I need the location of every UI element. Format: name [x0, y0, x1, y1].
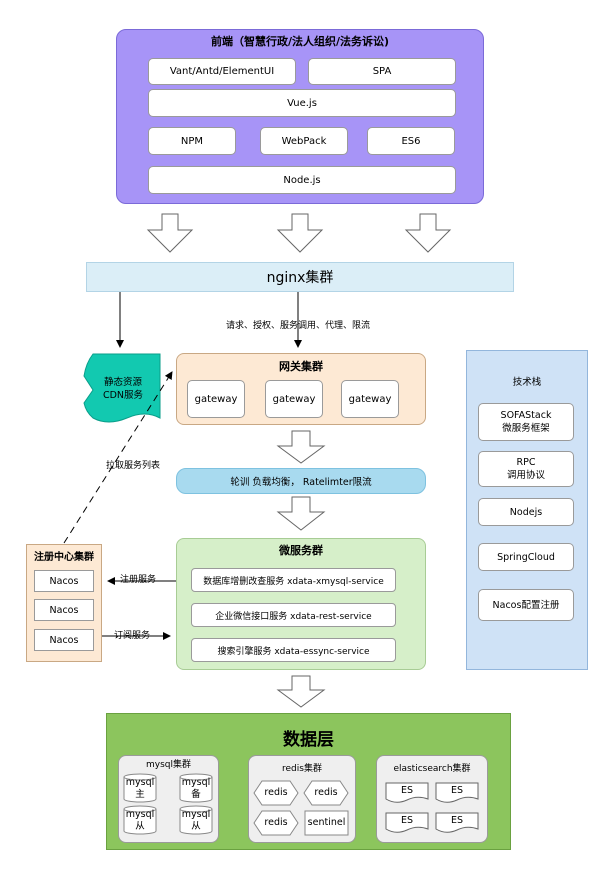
redis-node: redis: [264, 817, 288, 828]
down-arrow-icon: [146, 213, 194, 253]
mysql-slave: mysql 从: [124, 808, 156, 834]
service-essync: 搜索引擎服务 xdata-essync-service: [191, 638, 396, 662]
down-arrow-icon: [276, 496, 326, 531]
tech-item-line2: 调用协议: [506, 470, 545, 481]
mysql-slave: mysql 从: [180, 808, 212, 834]
nginx-cluster: nginx集群: [86, 262, 514, 292]
mysql-line2: 从: [135, 821, 145, 832]
data-layer-title: 数据层: [283, 729, 334, 750]
service-mysql: 数据库增删改查服务 xdata-xmysql-service: [191, 568, 396, 592]
redis-node: redis: [314, 787, 338, 798]
frontend-nodejs: Node.js: [148, 166, 456, 194]
cdn-line2: CDN服务: [102, 390, 144, 401]
tech-item-line2: 微服务框架: [502, 423, 550, 434]
request-label: 请求、授权、服务调用、代理、限流: [226, 321, 371, 331]
microservices-title: 微服务群: [279, 544, 323, 557]
register-service-label: 注册服务: [120, 575, 157, 585]
nacos-node: Nacos: [34, 629, 94, 651]
mysql-line2: 备: [191, 789, 201, 800]
frontend-ui-libraries: Vant/Antd/ElementUI: [148, 58, 296, 85]
mysql-line1: mysql: [181, 777, 211, 788]
frontend-vuejs: Vue.js: [148, 89, 456, 117]
mysql-cluster-title: mysql集群: [146, 760, 191, 770]
frontend-webpack: WebPack: [260, 127, 348, 155]
frontend-es6: ES6: [367, 127, 455, 155]
es-node: ES: [450, 784, 464, 796]
tech-item-line1: SOFAStack: [500, 410, 552, 421]
mysql-line1: mysql: [125, 777, 155, 788]
down-arrow-icon: [404, 213, 452, 253]
gateway-node: gateway: [265, 380, 323, 418]
pull-service-list-label: 拉取服务列表: [106, 461, 161, 471]
tech-item-sofastack: SOFAStack 微服务框架: [478, 403, 574, 441]
tech-item-nodejs: Nodejs: [478, 498, 574, 526]
down-arrow-icon: [276, 430, 326, 464]
down-arrow-icon: [276, 675, 326, 708]
tech-item-nacos: Nacos配置注册: [478, 589, 574, 621]
gateway-node: gateway: [187, 380, 245, 418]
tech-item-line1: RPC: [516, 457, 536, 468]
frontend-title: 前端（智慧行政/法人组织/法务诉讼): [210, 35, 390, 48]
cdn-line1: 静态资源: [103, 377, 142, 388]
frontend-npm: NPM: [148, 127, 236, 155]
tech-item-springcloud: SpringCloud: [478, 543, 574, 571]
redis-cluster-title: redis集群: [282, 764, 322, 774]
registry-title: 注册中心集群: [34, 551, 94, 563]
es-node: ES: [400, 814, 414, 826]
tech-stack-title: 技术栈: [512, 377, 542, 388]
frontend-spa: SPA: [308, 58, 456, 85]
mysql-master: mysql 主: [124, 776, 156, 802]
tech-item-rpc: RPC 调用协议: [478, 451, 574, 487]
cdn-service: 静态资源 CDN服务: [86, 353, 160, 425]
mysql-line2: 主: [135, 789, 145, 800]
gateway-node: gateway: [341, 380, 399, 418]
subscribe-service-label: 订阅服务: [114, 631, 151, 641]
nacos-node: Nacos: [34, 599, 94, 621]
es-node: ES: [400, 784, 414, 796]
es-node: ES: [450, 814, 464, 826]
nacos-node: Nacos: [34, 570, 94, 592]
down-arrow-icon: [276, 213, 324, 253]
load-balancer-bar: 轮训 负载均衡， Ratelimter限流: [176, 468, 426, 494]
mysql-line1: mysql: [181, 809, 211, 820]
redis-node: redis: [264, 787, 288, 798]
gateway-cluster-title: 网关集群: [279, 360, 323, 373]
redis-sentinel: sentinel: [307, 817, 346, 828]
elasticsearch-cluster-title: elasticsearch集群: [393, 764, 471, 774]
service-rest: 企业微信接口服务 xdata-rest-service: [191, 603, 396, 627]
mysql-line1: mysql: [125, 809, 155, 820]
mysql-standby: mysql 备: [180, 776, 212, 802]
mysql-line2: 从: [191, 821, 201, 832]
